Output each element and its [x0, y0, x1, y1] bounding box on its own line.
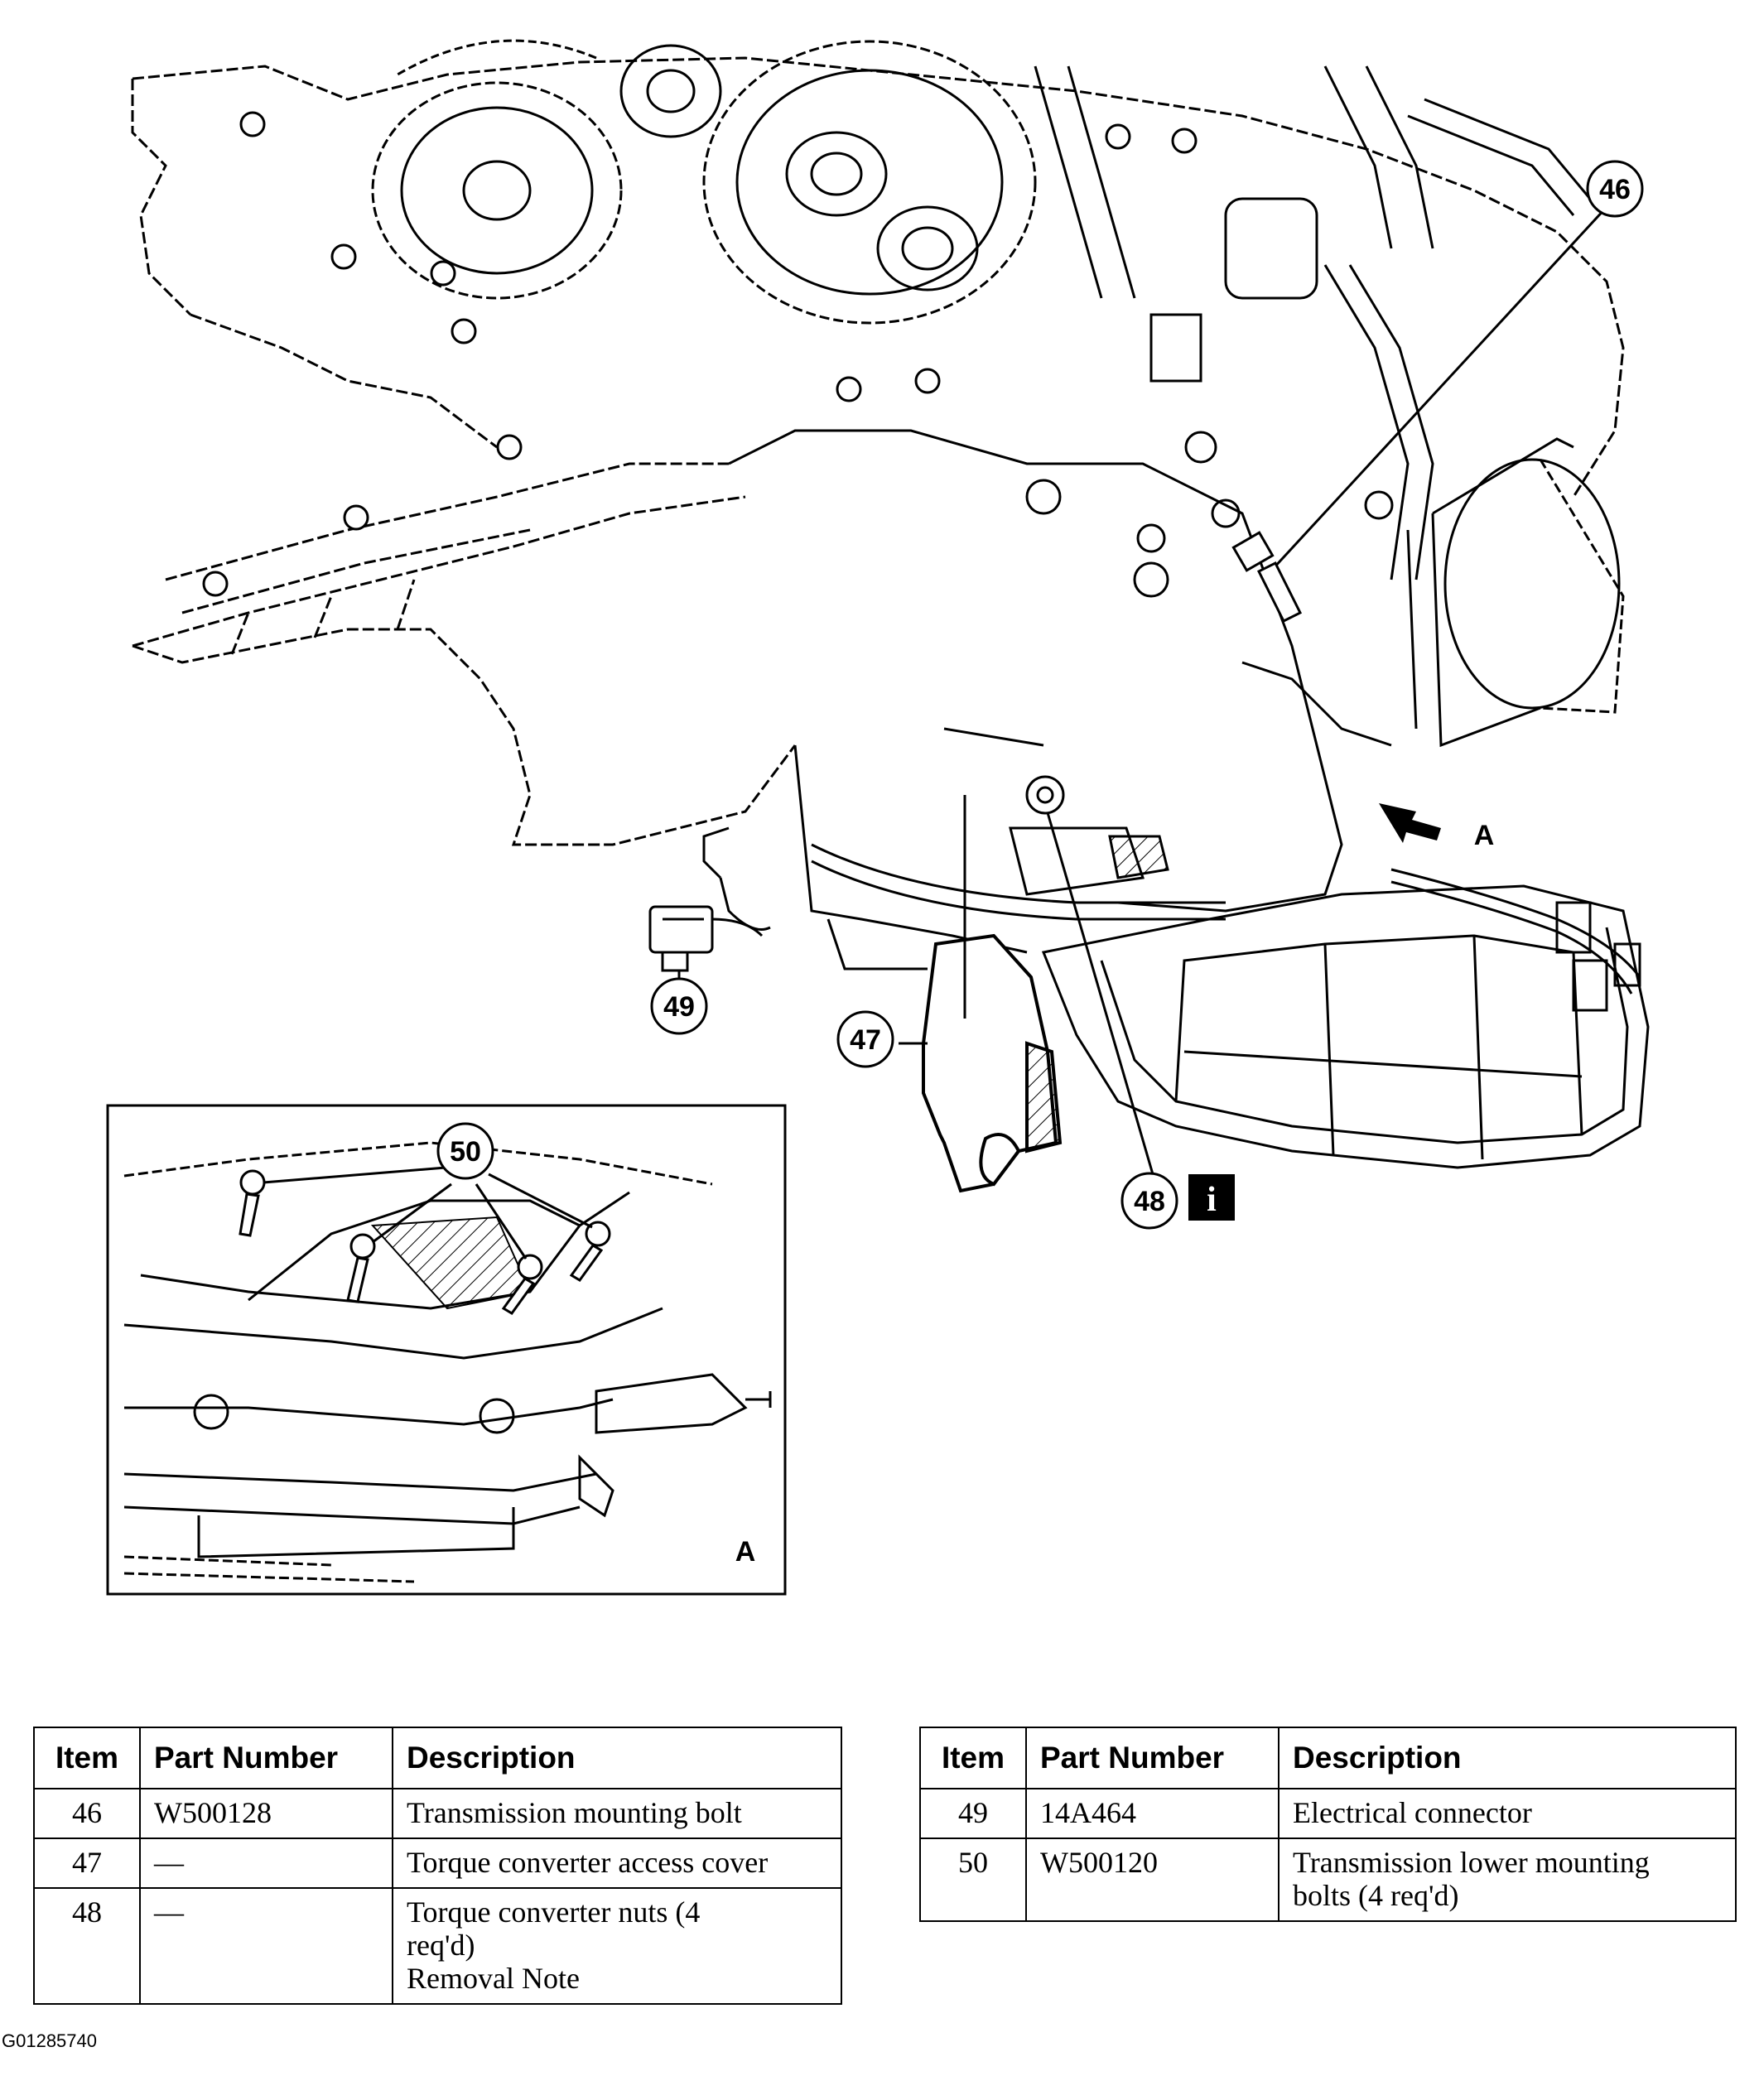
cell-item: 47 — [33, 1838, 141, 1889]
header-item: Item — [33, 1727, 141, 1789]
torque-converter-nut-48 — [1025, 775, 1065, 815]
harness-cable-lower — [811, 843, 1226, 921]
cell-item: 48 — [33, 1887, 141, 2005]
parts-table-right: Item Part Number Description 49 14A464 E… — [919, 1727, 1737, 1922]
engine-block — [131, 56, 1625, 846]
cell-part-number: 14A464 — [1025, 1788, 1279, 1839]
table-row: 49 14A464 Electrical connector — [919, 1788, 1737, 1839]
fluid-lines — [1034, 65, 1592, 580]
header-description: Description — [392, 1727, 842, 1789]
table-row: 47 — Torque converter access cover — [33, 1838, 842, 1889]
svg-text:48: 48 — [1134, 1186, 1165, 1217]
table-header-row: Item Part Number Description — [33, 1727, 842, 1789]
electrical-connector-49 — [648, 826, 771, 972]
cell-description: Torque converter nuts (4 req'd) Removal … — [392, 1887, 842, 2005]
cell-part-number: W500128 — [139, 1788, 393, 1839]
cell-item: 49 — [919, 1788, 1027, 1839]
figure-id: G01285740 — [2, 2030, 97, 2051]
transmission-housing — [728, 429, 1392, 971]
cell-description: Transmission lower mounting bolts (4 req… — [1278, 1838, 1737, 1922]
cell-item: 46 — [33, 1788, 141, 1839]
pulleys — [371, 39, 1037, 325]
transmission-mounting-bolt-46 — [1231, 531, 1303, 624]
view-a-label: A — [1474, 820, 1495, 851]
svg-text:46: 46 — [1599, 174, 1631, 205]
cell-description: Torque converter access cover — [392, 1838, 842, 1889]
svg-text:49: 49 — [663, 991, 695, 1023]
callout-47: 47 — [836, 1010, 894, 1068]
inset-view-a: 50 A — [106, 1104, 787, 1596]
leader-lines — [899, 205, 1608, 1175]
callout-49: 49 — [650, 971, 708, 1035]
starter-motor — [1406, 437, 1625, 748]
header-part-number: Part Number — [1025, 1727, 1279, 1789]
cell-item: 50 — [919, 1838, 1027, 1922]
table-row: 46 W500128 Transmission mounting bolt — [33, 1788, 842, 1839]
svg-text:i: i — [1207, 1181, 1217, 1219]
cell-description: Electrical connector — [1278, 1788, 1737, 1839]
callout-48: 48 — [1120, 1172, 1178, 1230]
info-icon: i — [1188, 1174, 1235, 1221]
table-row: 48 — Torque converter nuts (4 req'd) Rem… — [33, 1887, 842, 2005]
callout-50: 50 — [450, 1136, 481, 1168]
callout-46: 46 — [1586, 160, 1644, 218]
wiring-harness — [1390, 868, 1641, 1012]
parts-table-left: Item Part Number Description 46 W500128 … — [33, 1727, 842, 2005]
view-a-arrow: A — [1379, 803, 1494, 851]
header-description: Description — [1278, 1727, 1737, 1789]
cell-description: Transmission mounting bolt — [392, 1788, 842, 1839]
exploded-view-diagram: A 46 47 48 i 49 — [106, 39, 1650, 1596]
header-item: Item — [919, 1727, 1027, 1789]
torque-converter-access-cover-47 — [922, 933, 1063, 1193]
svg-text:47: 47 — [850, 1024, 881, 1056]
transmission-oil-pan — [1041, 884, 1650, 1169]
inset-a-label: A — [735, 1536, 756, 1568]
table-header-row: Item Part Number Description — [919, 1727, 1737, 1789]
header-part-number: Part Number — [139, 1727, 393, 1789]
cell-part-number: W500120 — [1025, 1838, 1279, 1922]
table-row: 50 W500120 Transmission lower mounting b… — [919, 1838, 1737, 1922]
engine-bolts — [202, 111, 1394, 598]
cell-part-number: — — [139, 1887, 393, 2005]
cell-part-number: — — [139, 1838, 393, 1889]
